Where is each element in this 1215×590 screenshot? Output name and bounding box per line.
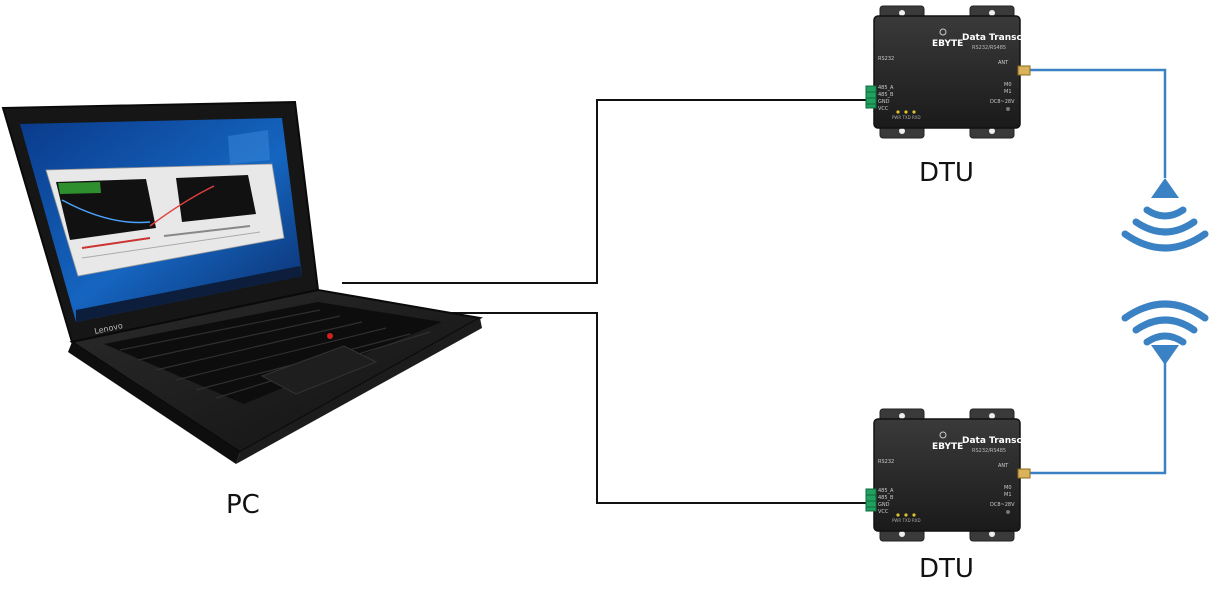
dtu-top-ant-label: ANT bbox=[998, 60, 1009, 66]
wifi-receive-icon bbox=[1121, 300, 1209, 365]
laptop-trackpad bbox=[260, 345, 378, 395]
dtu-bottom-pin-vcc: VCC bbox=[878, 509, 889, 515]
dtu-device-top: EBYTE Data Transceiver RS232/RS485 RS232… bbox=[865, 5, 1048, 139]
dtu-top-port-rs232: RS232 bbox=[878, 56, 894, 62]
dtu-bottom-brand: EBYTE bbox=[932, 442, 963, 452]
pc-label: PC bbox=[226, 490, 260, 520]
dtu-bottom-power-label: DC8~28V bbox=[990, 502, 1015, 508]
dtu-top-m1-label: M1 bbox=[1004, 89, 1012, 95]
laptop-pc: Lenovo bbox=[1, 100, 483, 464]
dtu-top-terminal-block bbox=[865, 85, 877, 109]
dtu-bottom-led-txd bbox=[904, 513, 908, 517]
dtu-top-m0-label: M0 bbox=[1004, 82, 1012, 88]
dtu-top-pin-485b: 485_B bbox=[878, 92, 894, 98]
dtu-bottom-m1-label: M1 bbox=[1004, 492, 1012, 498]
dtu-bottom-m0-label: M0 bbox=[1004, 485, 1012, 491]
wire-pc-to-dtu-bottom bbox=[452, 312, 880, 504]
dtu-top-led-pwr bbox=[896, 110, 900, 114]
dtu-bottom-terminal-block bbox=[865, 488, 877, 512]
dtu-bottom-title: Data Transceiver bbox=[962, 436, 1048, 446]
dtu-top-led-txd bbox=[904, 110, 908, 114]
dtu-bottom-led-labels: PWR TXD RXD bbox=[892, 518, 921, 523]
dtu-bottom-led-pwr bbox=[896, 513, 900, 517]
dtu-bottom-pin-485a: 485_A bbox=[878, 488, 894, 494]
dtu-top-brand: EBYTE bbox=[932, 39, 963, 49]
dtu-top-label: DTU bbox=[919, 158, 974, 188]
dtu-bottom-antenna-connector bbox=[1017, 468, 1031, 479]
dtu-device-bottom: EBYTE Data Transceiver RS232/RS485 RS232… bbox=[865, 408, 1048, 542]
dtu-top-pin-485a: 485_A bbox=[878, 85, 894, 91]
antenna-link-top bbox=[1030, 68, 1167, 178]
dtu-top-led-rxd bbox=[912, 110, 916, 114]
dtu-top-pin-vcc: VCC bbox=[878, 106, 889, 112]
laptop-keyboard bbox=[104, 302, 442, 404]
dtu-bottom-pin-485b: 485_B bbox=[878, 495, 894, 501]
dtu-bottom-ant-label: ANT bbox=[998, 463, 1009, 469]
dtu-top-power-label: DC8~28V bbox=[990, 99, 1015, 105]
dtu-top-title: Data Transceiver bbox=[962, 33, 1048, 43]
antenna-link-bottom bbox=[1030, 360, 1167, 475]
antenna-links bbox=[1030, 68, 1167, 475]
dtu-top-subtitle: RS232/RS485 bbox=[972, 45, 1006, 51]
wifi-transmit-icon bbox=[1121, 178, 1209, 252]
wire-pc-to-dtu-top bbox=[342, 99, 880, 284]
dtu-bottom-led-rxd bbox=[912, 513, 916, 517]
dtu-top-antenna-connector bbox=[1017, 65, 1031, 76]
connection-wires bbox=[342, 99, 880, 504]
dtu-bottom-label: DTU bbox=[919, 554, 974, 584]
dtu-bottom-subtitle: RS232/RS485 bbox=[972, 448, 1006, 454]
dtu-bottom-pin-gnd: GND bbox=[878, 502, 890, 508]
dtu-bottom-port-rs232: RS232 bbox=[878, 459, 894, 465]
dtu-top-led-labels: PWR TXD RXD bbox=[892, 115, 921, 120]
dtu-top-pin-gnd: GND bbox=[878, 99, 890, 105]
